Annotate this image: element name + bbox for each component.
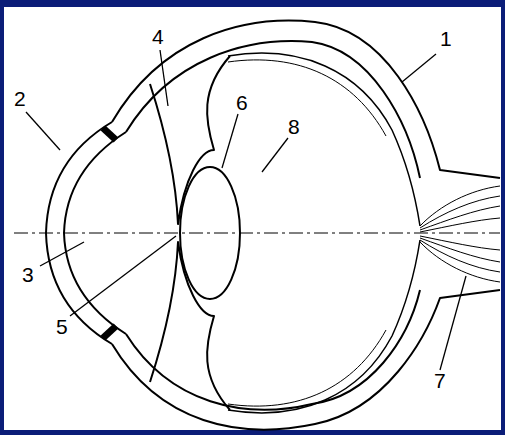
sclera-outer — [112, 21, 500, 430]
limbus-mark — [103, 128, 116, 140]
retina — [228, 53, 420, 226]
limbus-mark — [103, 326, 116, 338]
sclera-inner — [126, 41, 420, 410]
callout-number: 4 — [152, 26, 164, 47]
callout-number: 1 — [440, 28, 452, 49]
nerve-fibres — [420, 186, 500, 282]
callout-number: 2 — [14, 88, 26, 109]
lens — [180, 167, 240, 299]
retina — [228, 60, 386, 136]
iris — [150, 242, 230, 410]
cornea-outer — [46, 122, 112, 344]
callout-number: 7 — [434, 370, 446, 391]
leader-line — [26, 50, 466, 370]
callout-number: 3 — [22, 264, 34, 285]
retina — [228, 240, 420, 413]
retina — [228, 330, 386, 406]
callout-number: 6 — [236, 92, 248, 113]
white-panel — [4, 7, 501, 430]
cornea-inner — [64, 132, 126, 334]
callout-number: 8 — [288, 116, 300, 137]
callout-number: 5 — [56, 316, 68, 337]
iris — [150, 56, 230, 224]
optical-axis — [14, 233, 500, 234]
